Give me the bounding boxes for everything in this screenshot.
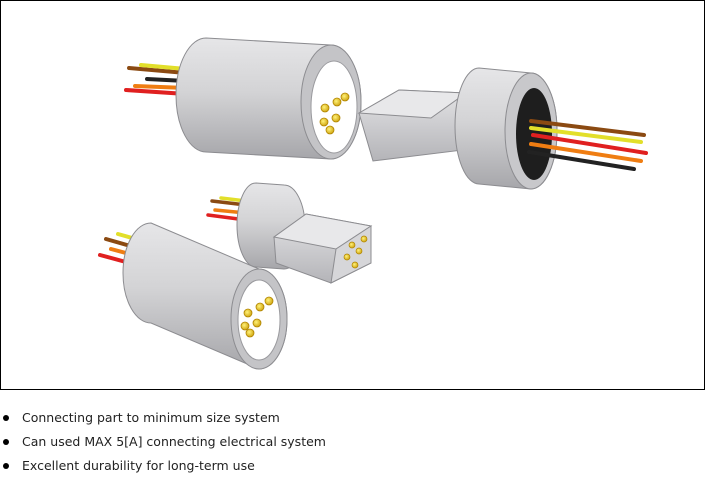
connector-render (98, 37, 648, 370)
top-left-socket-opening (310, 60, 358, 154)
feature-item: Excellent durability for long-term use (0, 454, 326, 478)
top-right-wires (527, 119, 648, 171)
bottom-left-connector (98, 222, 288, 370)
bottom-right-pins (343, 235, 368, 269)
feature-text: Can used MAX 5[A] connecting electrical … (22, 434, 326, 449)
feature-text: Excellent durability for long-term use (22, 458, 255, 473)
bullet-icon (3, 463, 9, 469)
product-illustration (0, 0, 705, 390)
bottom-right-connector (206, 182, 373, 284)
feature-list: Connecting part to minimum size system C… (0, 406, 326, 478)
feature-item: Can used MAX 5[A] connecting electrical … (0, 430, 326, 454)
bullet-icon (3, 415, 9, 421)
feature-item: Connecting part to minimum size system (0, 406, 326, 430)
bullet-icon (3, 439, 9, 445)
bottom-left-pins (240, 296, 274, 338)
feature-text: Connecting part to minimum size system (22, 410, 280, 425)
top-left-pins (319, 92, 350, 135)
top-left-connector (124, 37, 362, 160)
top-right-connector (357, 67, 648, 190)
